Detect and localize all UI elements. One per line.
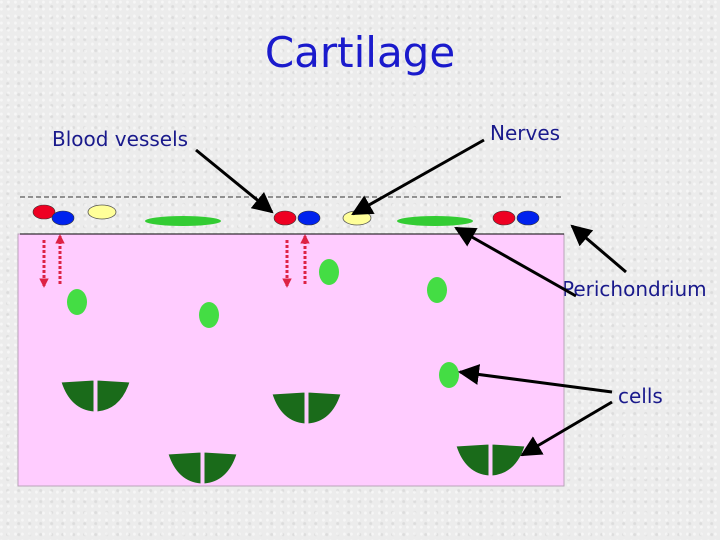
arrow-perichondrium-2 [570,224,627,274]
perichondrium-cell [145,216,221,226]
pointer-arrows [195,138,627,457]
diagram-title: Cartilage [264,28,456,77]
perichondrium-cell [397,216,473,226]
arrow-nerves [351,138,485,216]
label-perichondrium: Perichondrium [562,277,707,301]
arrow-blood-vessels [195,148,274,214]
artery [273,210,297,226]
cell-pair [60,379,131,413]
label-blood-vessels: Blood vessels [52,127,189,151]
arrow-cells-1 [457,364,613,394]
arrow-perichondrium-1 [454,226,577,298]
diffusion-arrows [39,234,310,288]
young-cell [199,302,219,328]
vein [516,210,540,226]
cell-pair [455,443,526,477]
label-cells: cells [618,384,663,408]
artery [32,204,56,220]
cell-pair [167,451,238,485]
vein [297,210,321,226]
vein [51,210,75,226]
young-cell [427,277,447,303]
young-chondrocytes [67,259,459,388]
label-nerves: Nerves [490,121,561,145]
young-cell [439,362,459,388]
perichondrium-vessels [32,204,540,226]
mature-chondrocyte-groups [60,379,526,485]
young-cell [67,289,87,315]
artery [492,210,516,226]
cartilage-matrix [17,233,565,487]
nerve [87,204,117,220]
arrow-cells-2 [520,400,613,457]
young-cell [319,259,339,285]
cell-pair [271,391,342,425]
